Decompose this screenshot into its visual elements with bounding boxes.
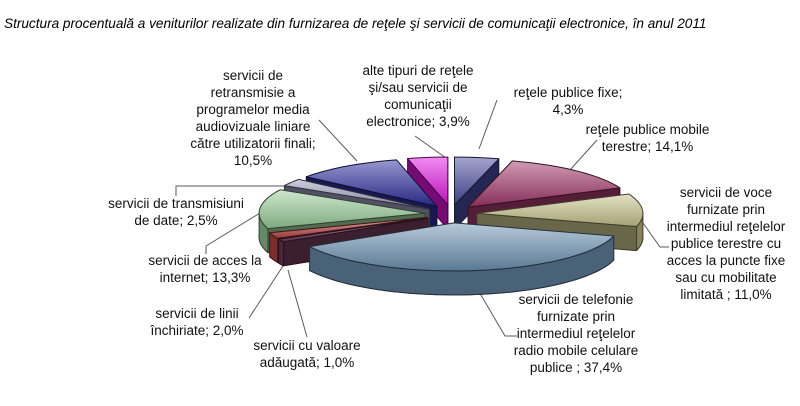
- leader-line-2: [637, 215, 669, 248]
- slice-label-retele-publice-mobile-terestre: reţele publice mobile terestre; 14,1%: [585, 122, 710, 154]
- leader-line-3: [477, 289, 517, 337]
- leader-line-5: [248, 265, 284, 319]
- leader-line-4: [287, 269, 308, 338]
- leader-line-6: [205, 209, 266, 254]
- leader-lines: [175, 99, 669, 338]
- slice-label-servicii-telefonie: servicii de telefonie furnizate prin int…: [513, 292, 639, 375]
- slice-label-retele-publice-fixe: reţele publice fixe; 4,3%: [513, 85, 623, 117]
- pie-slice-servicii-telefonie-mobila: [309, 222, 615, 296]
- slice-label-servicii-voce: servicii de voce furnizate prin intermed…: [666, 185, 786, 302]
- leader-line-1: [569, 139, 598, 171]
- pie-slice-retele-publice-fixe: [454, 156, 500, 230]
- leader-line-8: [318, 119, 358, 162]
- slice-label-servicii-transmisiuni-date: servicii de transmisiuni de date; 2,5%: [108, 196, 244, 228]
- slice-label-servicii-retransmisie: servicii de retransmisie a programelor m…: [190, 68, 316, 168]
- slice-label-alte-tipuri: alte tipuri de reţele şi/sau servicii de…: [362, 63, 474, 129]
- slice-label-servicii-valoare-adaugata: servicii cu valoare adăugată; 1,0%: [253, 338, 361, 370]
- slice-label-servicii-linii-inchiriate: servicii de linii închiriate; 2,0%: [150, 306, 244, 338]
- leader-line-0: [478, 99, 498, 150]
- slice-label-servicii-acces-internet: servicii de acces la internet; 13,3%: [148, 253, 262, 285]
- leader-line-9: [414, 135, 447, 159]
- chart-title: Structura procentuală a veniturilor real…: [4, 16, 707, 31]
